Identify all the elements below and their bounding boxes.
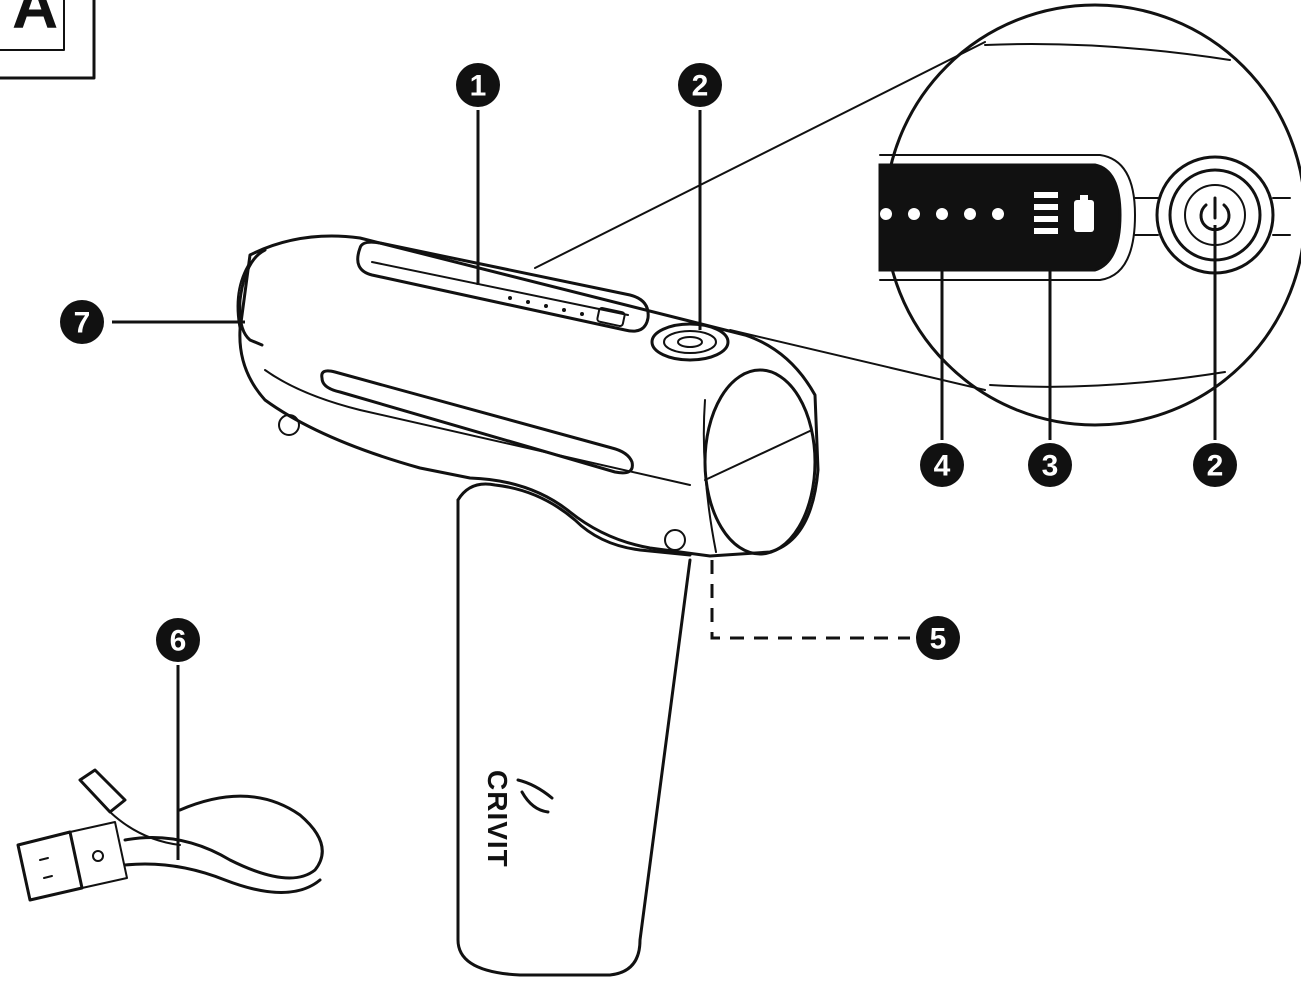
detail-level-dots	[880, 208, 1004, 220]
display-strip	[356, 240, 650, 333]
svg-text:6: 6	[170, 625, 187, 658]
callout-2-bottom: 2	[1193, 443, 1237, 487]
rear-cap	[703, 368, 817, 556]
detail-battery-bars	[1034, 192, 1058, 234]
side-groove	[320, 369, 634, 475]
callout-4: 4	[920, 443, 964, 487]
callout-5: 5	[916, 616, 960, 660]
screw-left	[278, 414, 300, 436]
barrel	[238, 234, 820, 558]
brand-logo	[516, 778, 554, 814]
svg-text:4: 4	[934, 450, 951, 483]
callout-2-top: 2	[678, 63, 722, 107]
usb-cable	[16, 768, 324, 902]
handle	[456, 498, 692, 977]
callout-7: 7	[60, 300, 104, 344]
svg-text:5: 5	[930, 623, 947, 656]
display-dots	[508, 296, 584, 316]
panel-label: A	[12, 0, 58, 42]
usb-plug	[16, 830, 84, 902]
power-icon	[1199, 196, 1231, 232]
battery-icon	[1074, 195, 1094, 232]
svg-text:1: 1	[470, 70, 487, 103]
detail-magnifier	[534, 3, 1301, 427]
svg-text:2: 2	[692, 70, 709, 103]
usb-icon	[92, 850, 104, 862]
display-battery-mini	[596, 307, 626, 327]
massage-head	[238, 248, 267, 347]
panel-label-box: A	[0, 0, 96, 80]
massage-gun: CRIVIT	[236, 234, 820, 977]
callout-3: 3	[1028, 443, 1072, 487]
power-button	[650, 322, 730, 362]
leader-5	[710, 560, 910, 640]
callout-1: 1	[456, 63, 500, 107]
screw-right	[664, 529, 686, 551]
callout-6: 6	[156, 618, 200, 662]
svg-text:7: 7	[74, 307, 91, 340]
svg-text:3: 3	[1042, 450, 1059, 483]
brand-text: CRIVIT	[482, 770, 513, 868]
svg-text:2: 2	[1207, 450, 1224, 483]
